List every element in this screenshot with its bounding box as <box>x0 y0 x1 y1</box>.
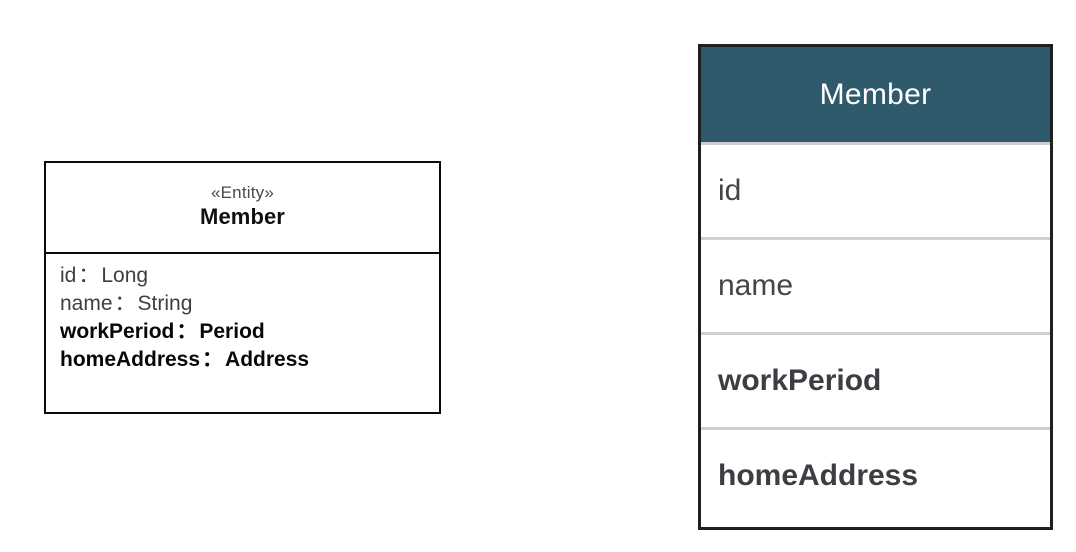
db-table-row: workPeriod <box>701 332 1050 427</box>
uml-attribute-row: id：Long <box>60 262 439 290</box>
db-table-row: id <box>701 142 1050 237</box>
uml-attribute-type: Period <box>199 320 265 343</box>
uml-attribute-separator: ： <box>114 292 136 315</box>
uml-attribute-row: workPeriod：Period <box>60 318 439 346</box>
uml-attribute-row: homeAddress：Address <box>60 346 439 374</box>
uml-attribute-compartment: id：Long name：String workPeriod：Period ho… <box>46 254 439 374</box>
uml-attribute-type: String <box>137 292 193 315</box>
db-table-row: homeAddress <box>701 427 1050 522</box>
uml-class-header: «Entity» Member <box>46 163 439 254</box>
uml-attribute-separator: ： <box>176 320 198 343</box>
uml-attribute-separator: ： <box>78 264 100 287</box>
uml-attribute-type: Long <box>101 264 149 287</box>
db-table-title: Member <box>701 47 1050 142</box>
uml-attribute-name: homeAddress <box>60 348 201 371</box>
db-table: Member id name workPeriod homeAddress <box>698 44 1053 530</box>
uml-attribute-name: workPeriod <box>60 320 175 343</box>
uml-stereotype-label: «Entity» <box>210 182 275 202</box>
db-table-row: name <box>701 237 1050 332</box>
uml-class-name: Member <box>200 203 285 229</box>
uml-attribute-separator: ： <box>202 348 224 371</box>
uml-attribute-row: name：String <box>60 290 439 318</box>
uml-attribute-type: Address <box>225 348 310 371</box>
uml-class-box: «Entity» Member id：Long name：String work… <box>44 161 441 414</box>
uml-attribute-name: id <box>60 264 77 287</box>
uml-attribute-name: name <box>60 292 113 315</box>
